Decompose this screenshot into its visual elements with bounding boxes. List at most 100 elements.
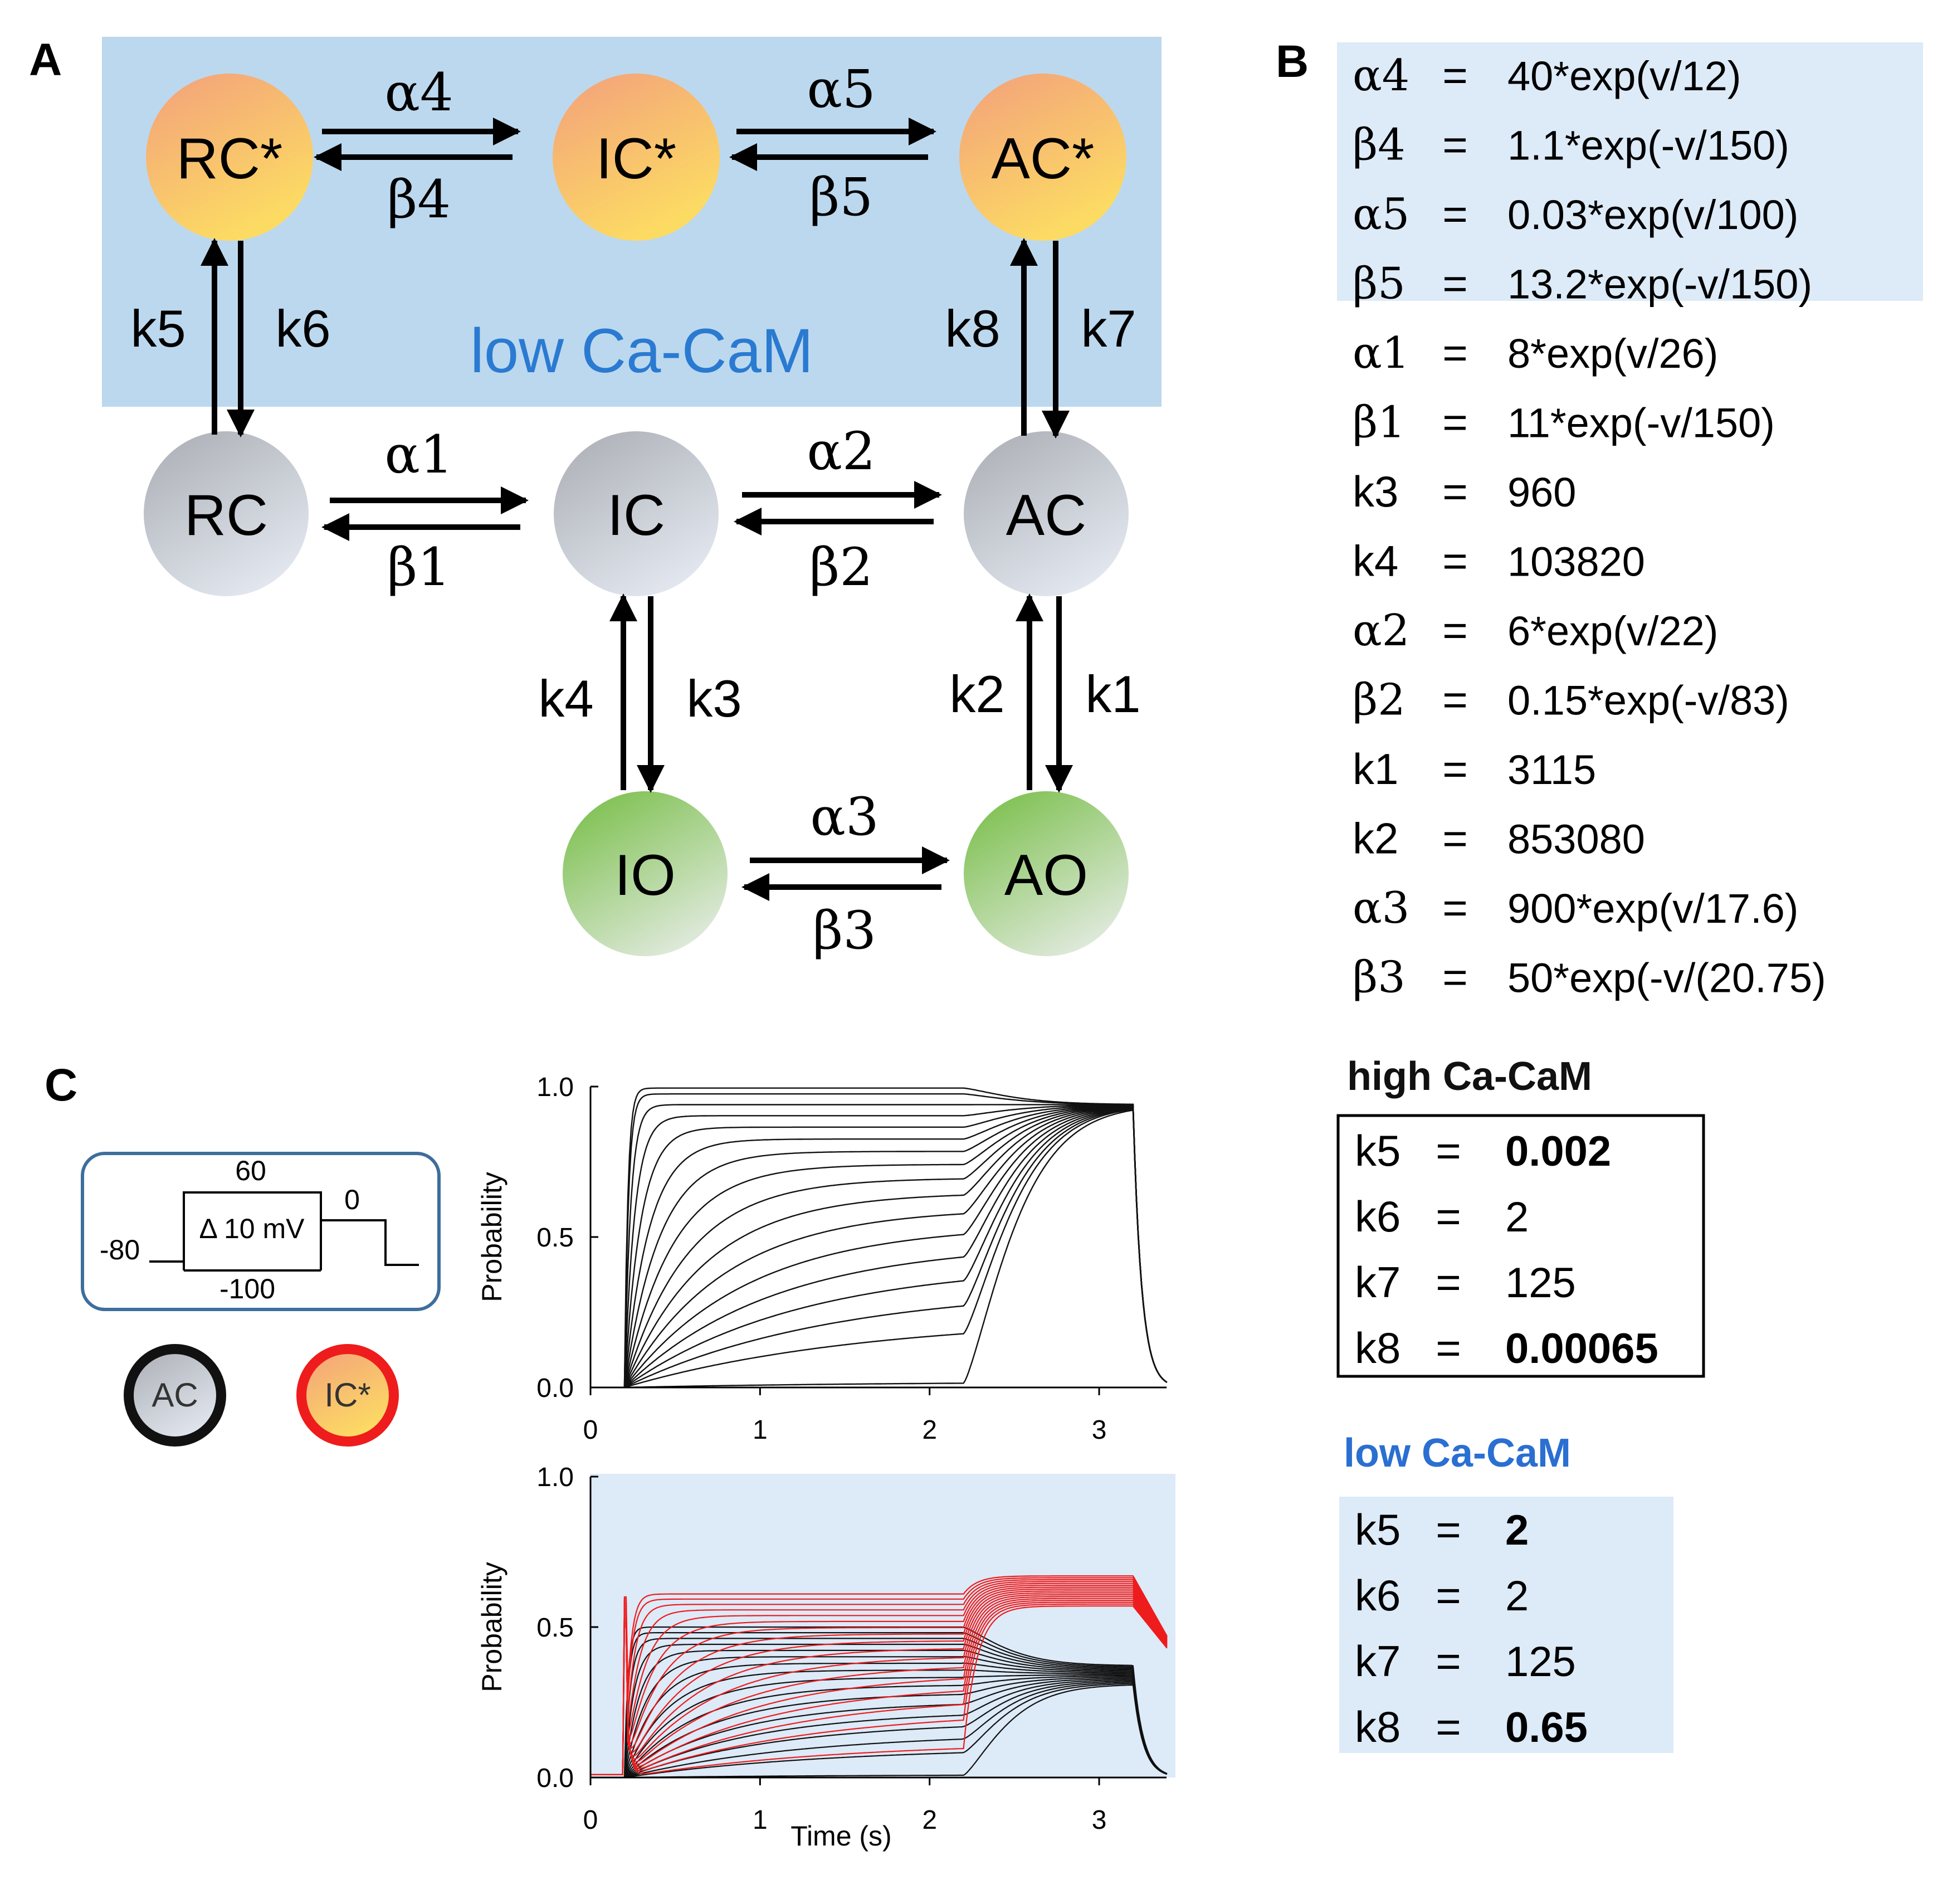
trace-ac-high	[591, 1104, 1168, 1387]
trace-ac-low	[591, 1679, 1168, 1778]
param-value: 0.65	[1505, 1704, 1588, 1751]
trace-ac-low	[591, 1683, 1168, 1778]
rate-k2: k2	[949, 665, 1004, 723]
trace-ic-star-low	[591, 1605, 1168, 1775]
eq-name: β1	[1353, 398, 1406, 448]
param-equals: =	[1436, 1702, 1461, 1751]
trace-ac-low	[591, 1682, 1168, 1778]
trace-ac-high	[591, 1105, 1168, 1387]
param-equals: =	[1436, 1126, 1461, 1175]
eq-name: β3	[1353, 953, 1406, 1003]
protocol-top-voltage: 60	[235, 1155, 266, 1186]
legend-ac-label: AC	[152, 1376, 198, 1414]
trace-ic-star-low	[591, 1585, 1168, 1775]
trace-ac-high	[591, 1107, 1168, 1387]
x-tick-label: 2	[922, 1805, 937, 1835]
y-tick-label: 0.5	[536, 1613, 574, 1643]
trace-ac-high	[591, 1106, 1168, 1387]
trace-ic-star-low	[591, 1592, 1168, 1775]
eq-name: α2	[1353, 606, 1409, 656]
legend-ic-star: IC*	[296, 1344, 399, 1447]
trace-ic-star-low	[591, 1579, 1168, 1775]
trace-ic-star-low	[591, 1603, 1168, 1775]
x-tick-label: 3	[1092, 1415, 1107, 1445]
eq-name: α1	[1353, 328, 1409, 378]
trace-ac-low	[591, 1638, 1168, 1778]
legend-ac-swatch	[124, 1344, 226, 1447]
trace-ac-low	[591, 1675, 1168, 1778]
low-ca-region-label: low Ca-CaM	[470, 316, 813, 386]
low-ca-title: low Ca-CaM	[1344, 1431, 1571, 1476]
x-tick-label: 1	[753, 1415, 768, 1445]
rate-equation-list: α4=40*exp(v/12)β4=1.1*exp(-v/150)α5=0.03…	[1353, 51, 1826, 1003]
trace-ac-high	[591, 1104, 1168, 1387]
rate-k5: k5	[130, 299, 186, 358]
eq-value: 1.1*exp(-v/150)	[1507, 123, 1789, 169]
x-tick-label: 2	[922, 1415, 937, 1445]
trace-ac-low	[591, 1643, 1168, 1778]
trace-ic-star-low	[591, 1582, 1168, 1775]
protocol-tail-voltage: 0	[344, 1184, 360, 1215]
eq-value: 853080	[1507, 816, 1645, 863]
param-equals: =	[1436, 1258, 1461, 1307]
trace-ic-star-low	[591, 1577, 1168, 1775]
param-equals: =	[1436, 1637, 1461, 1686]
eq-equals: =	[1442, 814, 1468, 863]
plot-high-ca-ylabel: Probability	[476, 1172, 507, 1302]
param-equals: =	[1436, 1571, 1461, 1620]
eq-equals: =	[1442, 51, 1468, 100]
eq-value: 103820	[1507, 539, 1645, 585]
trace-ic-star-low	[591, 1596, 1168, 1775]
rate-alpha2: α2	[807, 421, 875, 482]
y-tick-label: 0.5	[536, 1223, 574, 1253]
low-ca-table	[1339, 1497, 1673, 1753]
eq-name: k3	[1353, 467, 1398, 516]
param-name: k7	[1355, 1637, 1400, 1686]
param-value: 0.002	[1505, 1128, 1611, 1175]
trace-ac-low	[591, 1662, 1168, 1778]
state-ac-star: AC*	[959, 74, 1126, 241]
state-ao: AO	[964, 791, 1129, 956]
trace-ac-low	[591, 1674, 1168, 1778]
param-value: 125	[1505, 1259, 1576, 1307]
state-rc-label: RC	[184, 483, 268, 548]
eq-value: 3115	[1507, 747, 1596, 793]
eq-value: 960	[1507, 469, 1576, 515]
rate-alpha5: α5	[807, 59, 875, 120]
trace-ic-star-low	[591, 1600, 1168, 1775]
param-name: k8	[1355, 1323, 1400, 1372]
eq-equals: =	[1442, 398, 1468, 447]
trace-ic-star-low	[591, 1594, 1168, 1775]
state-rc: RC	[144, 431, 309, 596]
eq-name: k4	[1353, 537, 1398, 586]
trace-ac-high	[591, 1108, 1168, 1387]
trace-ac-high	[591, 1104, 1168, 1387]
high-ca-table	[1336, 1114, 1705, 1378]
param-value: 0.00065	[1505, 1325, 1658, 1372]
trace-ac-low	[591, 1669, 1168, 1778]
y-tick-label: 0.0	[536, 1374, 574, 1403]
eq-name: k1	[1353, 744, 1398, 793]
trace-ac-high	[591, 1106, 1168, 1387]
eq-value: 13.2*exp(-v/150)	[1507, 261, 1812, 308]
param-equals: =	[1436, 1192, 1461, 1241]
legend-ic-star-swatch	[296, 1344, 399, 1447]
eq-equals: =	[1442, 953, 1468, 1002]
state-io: IO	[563, 791, 728, 956]
eq-name: β5	[1353, 259, 1406, 309]
rate-beta1: β1	[387, 537, 451, 598]
rate-k8: k8	[945, 299, 1000, 358]
eq-equals: =	[1442, 120, 1468, 169]
rate-alpha3: α3	[810, 787, 879, 848]
param-name: k7	[1355, 1258, 1400, 1307]
eq-value: 40*exp(v/12)	[1507, 53, 1741, 99]
trace-ac-high	[591, 1109, 1168, 1387]
transition-arrows	[201, 118, 1073, 901]
x-tick-label: 0	[583, 1805, 598, 1835]
rate-beta5: β5	[809, 167, 873, 228]
x-tick-label: 0	[583, 1415, 598, 1445]
voltage-protocol-box	[81, 1152, 441, 1311]
eq-value: 0.03*exp(v/100)	[1507, 192, 1798, 238]
state-ic-star-label: IC*	[596, 126, 676, 191]
